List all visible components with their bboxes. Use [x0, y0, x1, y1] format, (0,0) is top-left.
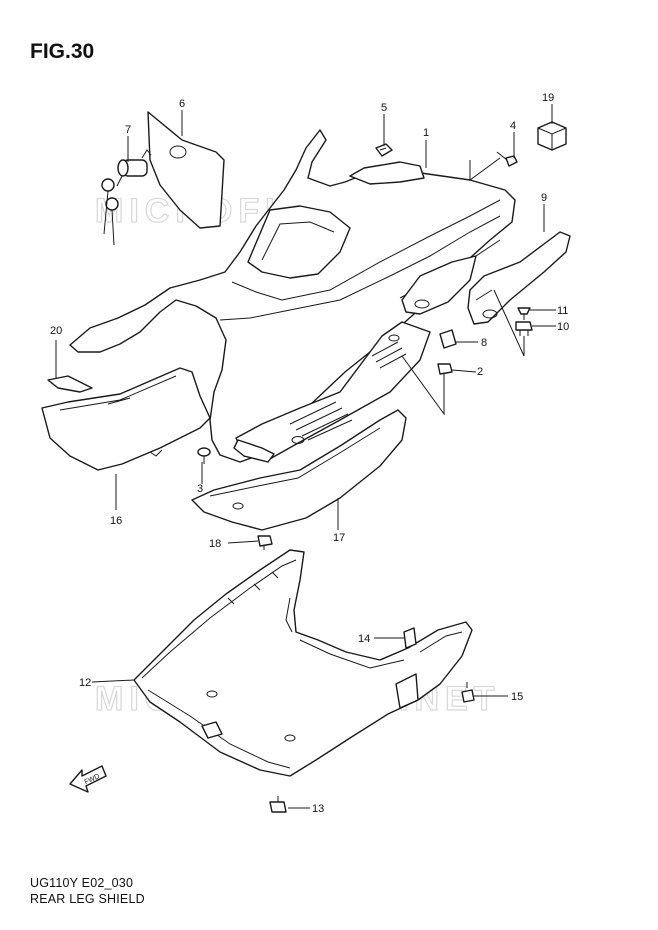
- part-8-clip-nut: [439, 329, 457, 349]
- part-1-rear-leg-shield: [69, 129, 516, 463]
- part-3-screw: [197, 447, 211, 464]
- part-5-clip-nut: [375, 143, 393, 157]
- callout-9: 9: [541, 192, 547, 204]
- callout-numbers: 1 2 3 4 5 6 7 8 9 10 11 12 13 14 15 16 1…: [50, 92, 569, 815]
- callout-2: 2: [477, 366, 483, 378]
- fwd-arrow-icon: FWD: [69, 765, 107, 793]
- callout-8: 8: [481, 337, 487, 349]
- callout-17: 17: [333, 532, 345, 544]
- callout-19: 19: [542, 92, 554, 104]
- leader-lines: [55, 104, 556, 809]
- callout-4: 4: [510, 120, 516, 132]
- part-16-left-leg-shield: [41, 367, 211, 471]
- callout-13: 13: [312, 803, 324, 815]
- part-15-screw: [461, 682, 475, 703]
- callout-15: 15: [511, 691, 523, 703]
- part-7-key-lock: [101, 149, 152, 246]
- callout-18: 18: [209, 538, 221, 550]
- part-18-screw: [257, 535, 273, 550]
- callout-3: 3: [197, 483, 203, 495]
- part-20-trim-strip: [47, 375, 93, 393]
- part-17-right-leg-shield: [191, 409, 407, 531]
- model-code: UG110Y E02_030: [30, 876, 134, 890]
- callout-14: 14: [358, 633, 370, 645]
- callout-1: 1: [423, 127, 429, 139]
- callout-20: 20: [50, 325, 62, 337]
- part-12-under-cover: [133, 549, 473, 777]
- part-13-screw: [269, 796, 287, 813]
- callout-6: 6: [179, 98, 185, 110]
- figure-title: FIG.30: [30, 40, 95, 63]
- floor-ribs: [289, 341, 407, 441]
- section-name: REAR LEG SHIELD: [30, 892, 145, 906]
- part-2-bolt: [437, 363, 453, 384]
- part-11-screw: [517, 307, 531, 320]
- callout-11: 11: [557, 305, 568, 317]
- part-14-clip: [403, 627, 417, 649]
- callout-16: 16: [110, 515, 122, 527]
- part-10-bolt: [515, 321, 533, 336]
- part-6-cover: [147, 111, 225, 229]
- callout-5: 5: [381, 102, 387, 114]
- callout-12: 12: [79, 677, 91, 689]
- part-4-screw: [496, 151, 518, 167]
- part-19-rubber-block: [537, 121, 567, 151]
- callout-7: 7: [125, 124, 131, 136]
- part-9-side-cover: [467, 231, 571, 325]
- callout-10: 10: [557, 321, 569, 333]
